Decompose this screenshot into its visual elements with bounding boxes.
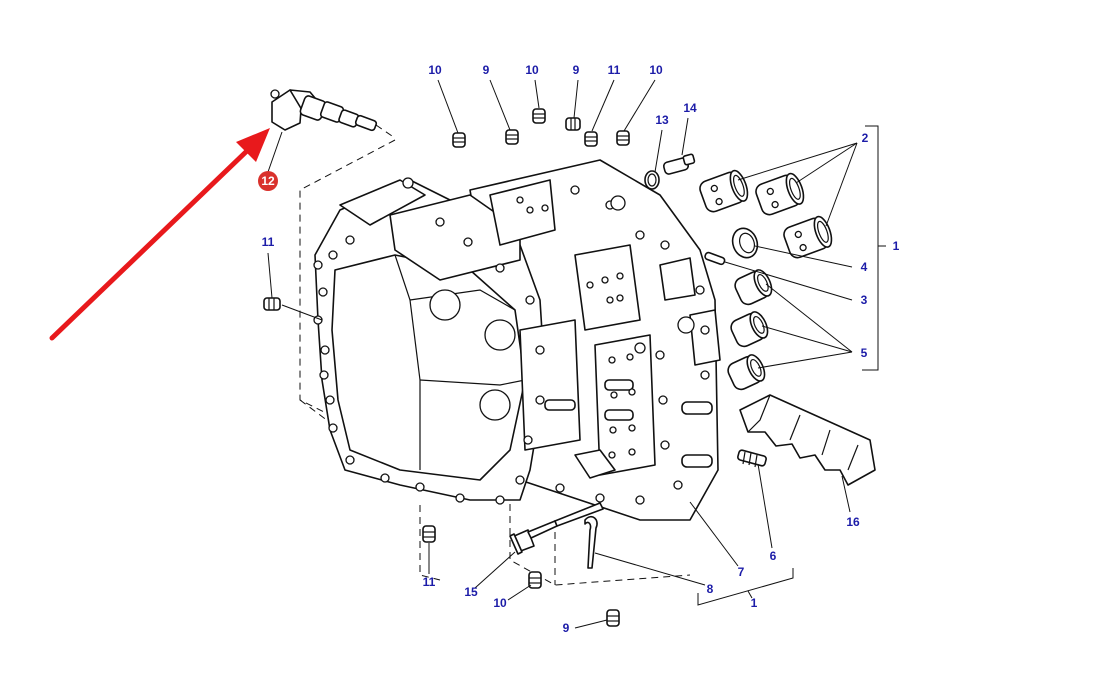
part-14-fitting (662, 153, 696, 175)
bottom-plugs (422, 525, 620, 627)
part-3-pin (704, 251, 726, 266)
plug-11b (263, 297, 281, 311)
callout-12-badge-label: 12 (261, 174, 275, 188)
part-5-bushings (727, 269, 773, 391)
callout-1-bottom: 1 (751, 596, 758, 610)
highlight-badge (258, 171, 278, 191)
callout-15: 15 (464, 585, 478, 599)
top-plugs (452, 108, 630, 148)
callout-10-top-a: 10 (428, 63, 442, 77)
callout-14: 14 (683, 101, 697, 115)
callout-16: 16 (846, 515, 860, 529)
part-6-stud (737, 449, 767, 468)
part-12-pressure-switch (270, 89, 378, 132)
part-8-cotter-pin (584, 515, 598, 569)
part-2-bushings (699, 169, 833, 259)
callout-9-top-a: 9 (483, 63, 490, 77)
callout-9-top-b: 9 (573, 63, 580, 77)
plug-9b (565, 117, 581, 131)
callout-10-top-c: 10 (649, 63, 663, 77)
callout-9-bottom: 9 (563, 621, 570, 635)
callout-11-left: 11 (262, 235, 275, 249)
leader-lines (267, 79, 886, 629)
part-15-bolt (509, 502, 604, 555)
plug-9c (606, 609, 620, 627)
plug-11c (422, 525, 436, 543)
part-4-seal (731, 227, 759, 259)
callout-13: 13 (655, 113, 669, 127)
callout-3: 3 (861, 293, 868, 307)
plug-9a (505, 129, 519, 145)
callout-7: 7 (738, 565, 745, 579)
plug-11a (584, 131, 598, 147)
plug-10a (452, 132, 466, 148)
part-16-bearing-cap (739, 394, 876, 486)
transmission-housing (313, 159, 721, 521)
callout-5: 5 (861, 346, 868, 360)
part-13-o-ring (644, 170, 660, 190)
highlight-arrow (49, 128, 270, 341)
callout-8: 8 (707, 582, 714, 596)
callout-11-bottom: 11 (423, 575, 436, 589)
callout-2: 2 (862, 131, 869, 145)
callout-11-top: 11 (608, 63, 621, 77)
callouts: 10 9 10 9 11 10 13 14 2 1 4 3 5 11 16 6 … (261, 63, 899, 635)
callout-6: 6 (770, 549, 777, 563)
callout-10-top-b: 10 (525, 63, 539, 77)
callout-10-bottom: 10 (493, 596, 507, 610)
callout-1-right: 1 (893, 239, 900, 253)
plug-10d (528, 571, 542, 589)
plug-10c (616, 130, 630, 146)
plug-10b (532, 108, 546, 124)
callout-4: 4 (861, 260, 868, 274)
